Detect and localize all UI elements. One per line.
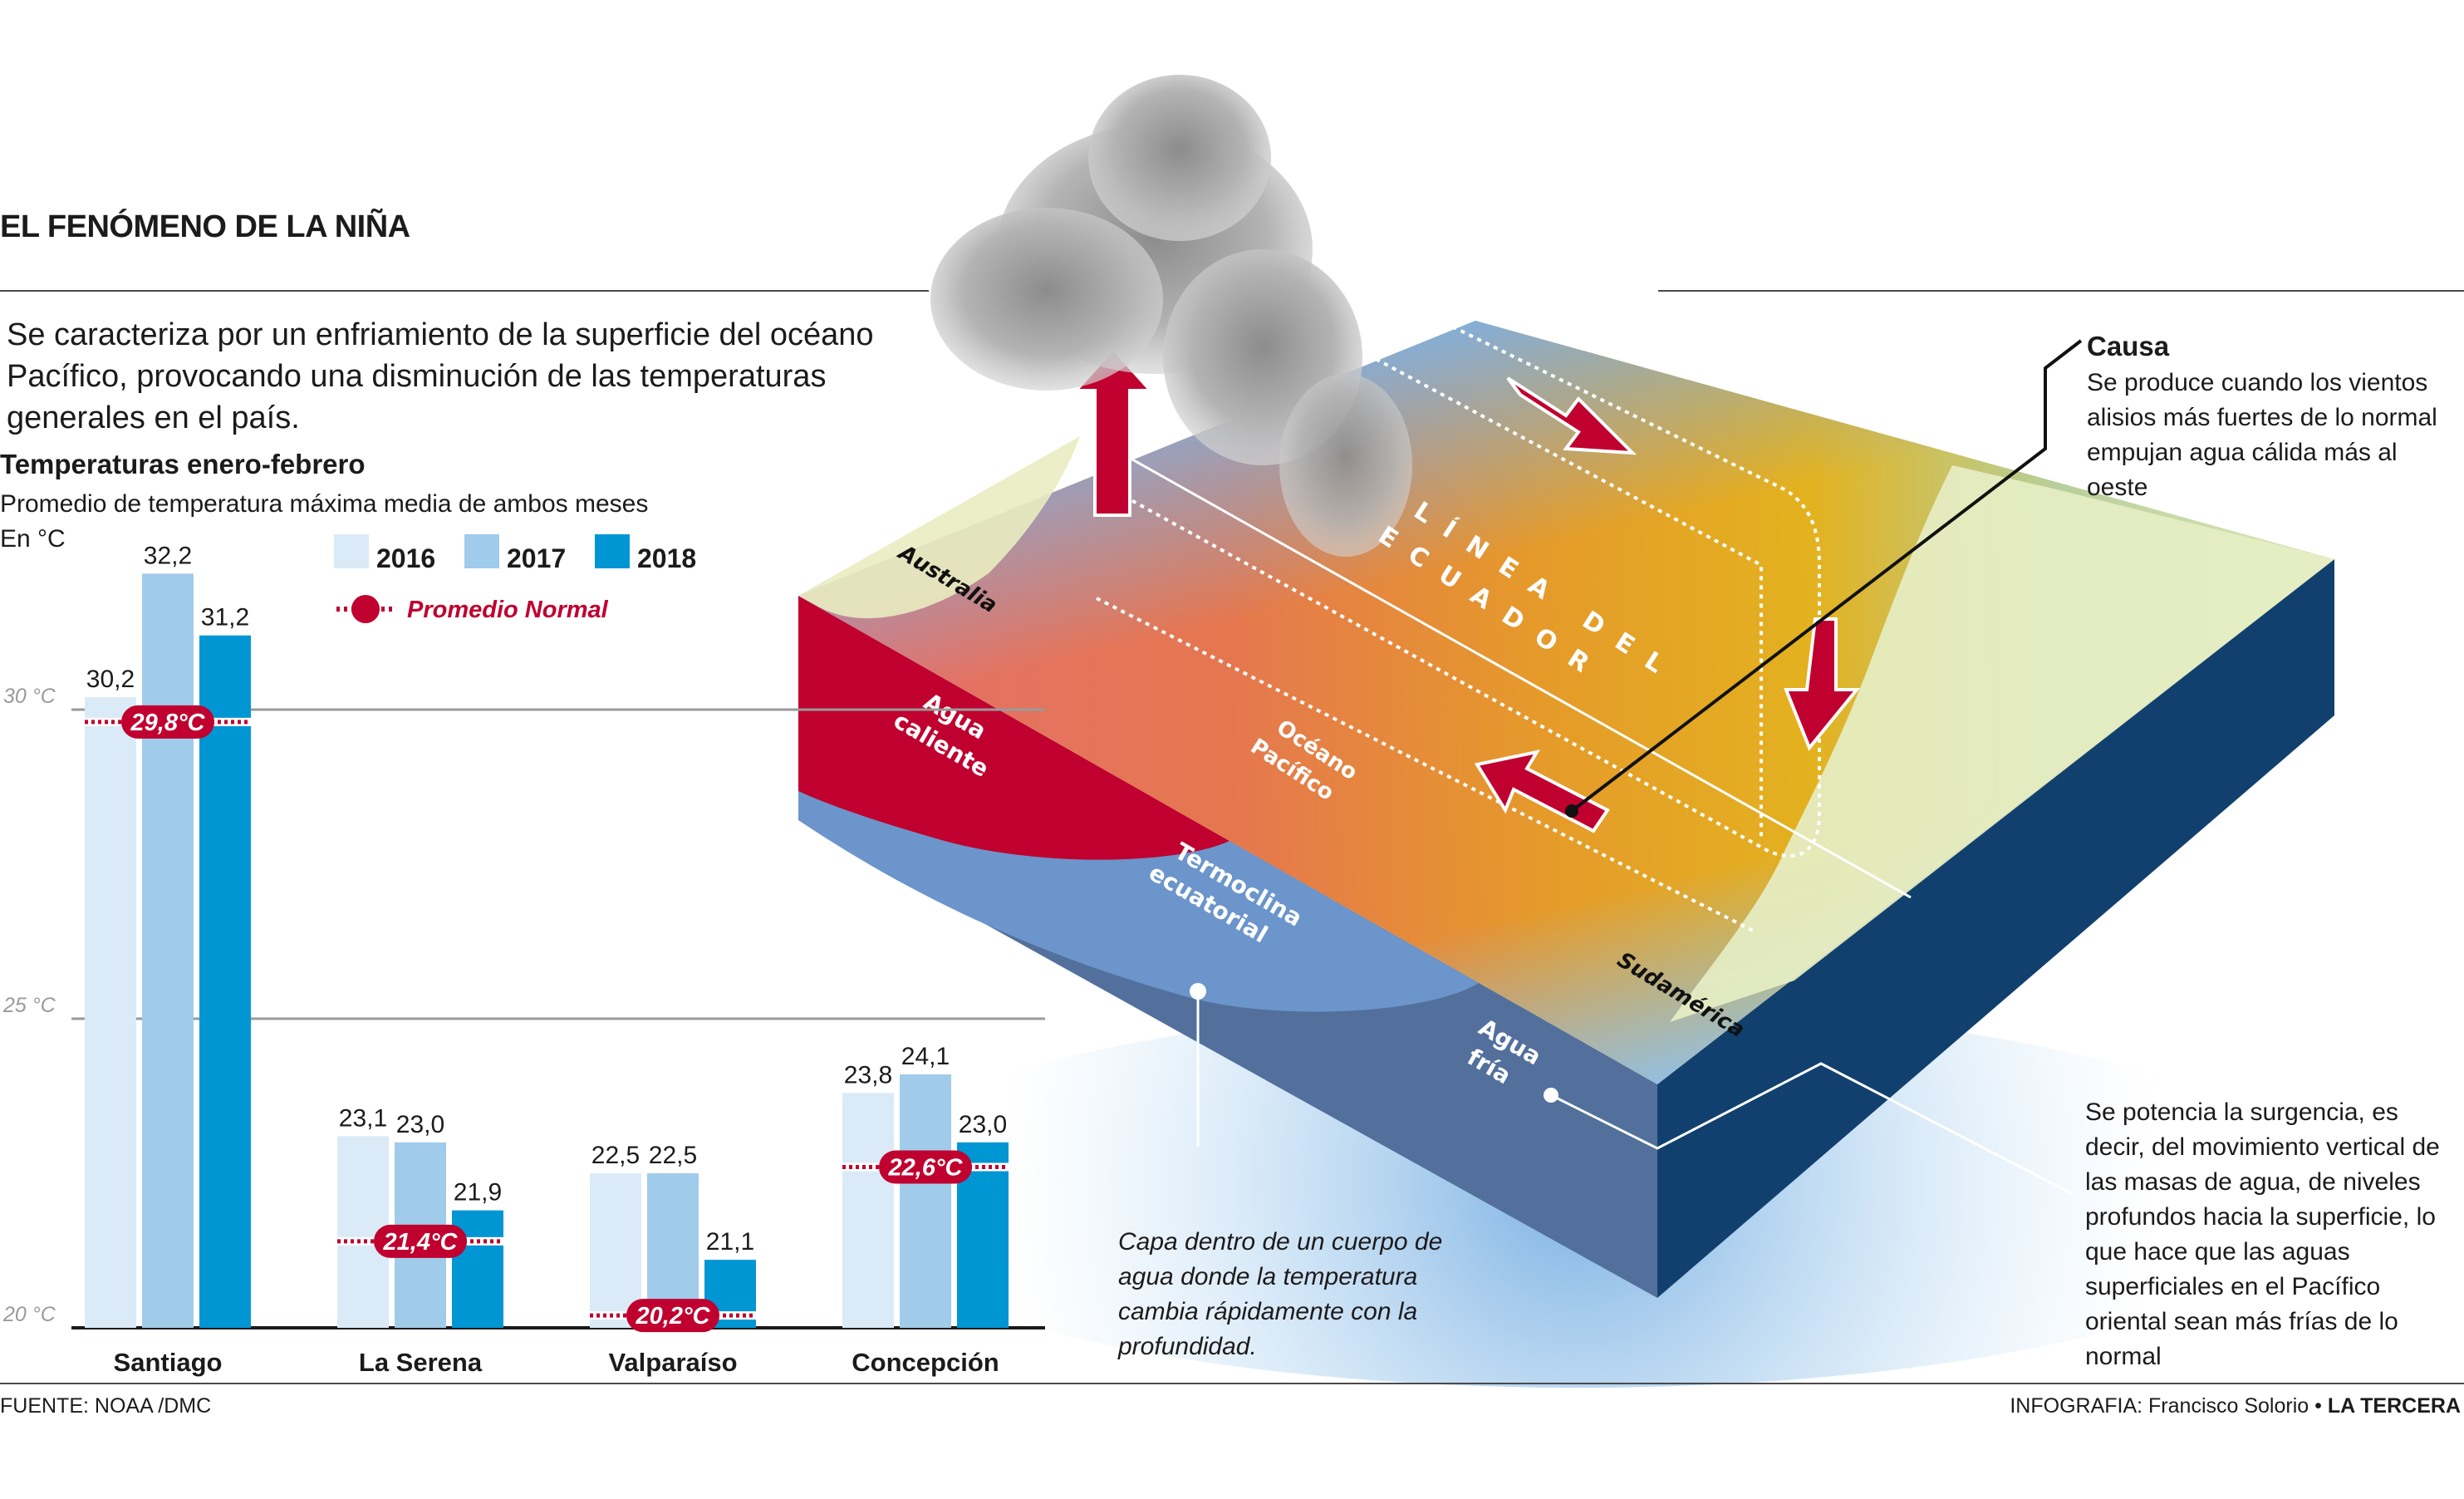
y-tick-label: 20 °C — [2, 1303, 56, 1326]
average-pill — [879, 1150, 972, 1184]
credit-author: INFOGRAFIA: Francisco Solorio • — [2010, 1394, 2328, 1418]
legend-label-2018: 2018 — [637, 543, 696, 573]
category-label: Santiago — [114, 1348, 223, 1377]
value-label: 21,9 — [454, 1179, 502, 1207]
legend-label-2017: 2017 — [507, 543, 566, 573]
value-label: 22,5 — [591, 1142, 640, 1169]
bar-2017-3 — [900, 1074, 951, 1328]
y-tick-label: 30 °C — [3, 685, 56, 708]
bars — [85, 573, 1009, 1328]
termoclina-note: Capa dentro de un cuerpo de agua donde l… — [1118, 1228, 1443, 1360]
dotted-zone-inner — [1096, 306, 1763, 932]
value-label: 23,0 — [396, 1111, 444, 1138]
footer-divider — [0, 1383, 2464, 1384]
average-markers: 29,8°C 21,4°C 20,2°C 22,6°C — [85, 705, 1009, 1333]
bar-2016-3 — [842, 1093, 894, 1328]
intro-text: Se caracteriza por un enfriamiento de la… — [7, 317, 874, 435]
causa-leader-dot — [1565, 804, 1578, 818]
legend-average-marker — [351, 595, 380, 623]
infographic-credit: INFOGRAFIA: Francisco Solorio • LA TERCE… — [2010, 1394, 2461, 1418]
causa-title: Causa — [2087, 331, 2170, 361]
legend-label-average: Promedio Normal — [407, 597, 609, 623]
bar-2018-0 — [199, 635, 251, 1328]
warm-water-layer — [798, 596, 1230, 860]
australia-land — [798, 436, 1080, 619]
category-label: Concepción — [852, 1348, 999, 1377]
chart-title: Temperaturas enero-febrero — [0, 449, 366, 479]
causa-text: Se produce cuando los vientos alisios má… — [2087, 369, 2437, 501]
bar-2016-0 — [85, 697, 136, 1328]
page-title: EL FENÓMENO DE LA NIÑA — [0, 209, 410, 244]
value-label: 21,1 — [706, 1228, 754, 1256]
category-label: La Serena — [359, 1348, 483, 1377]
average-label: 21,4°C — [383, 1229, 459, 1256]
category-label: Valparaíso — [608, 1348, 737, 1377]
equator-line — [1112, 447, 1912, 899]
cloud-icon — [930, 75, 1412, 557]
average-pill — [121, 705, 214, 739]
surgencia-leader-line — [1550, 1062, 2074, 1196]
arrow-down-icon — [1784, 617, 1861, 751]
average-label: 29,8°C — [130, 710, 206, 736]
chart-legend: 2016 2017 2018 Promedio Normal — [334, 534, 696, 623]
y-tick-label: 25 °C — [2, 994, 56, 1017]
temperature-bar-chart: 29,8°C 21,4°C 20,2°C 22,6°C 20 °C 25 °C 30 °C… — [2, 534, 1045, 1377]
value-label: 23,1 — [339, 1104, 387, 1132]
chart-subtitle: Promedio de temperatura máxima media de … — [0, 490, 649, 518]
south-america-land — [1670, 465, 2334, 1022]
dotted-zone-outer — [1112, 281, 1821, 858]
header-divider-right — [1658, 290, 2464, 292]
legend-label-2016: 2016 — [376, 543, 435, 573]
average-label: 20,2°C — [636, 1303, 711, 1329]
legend-swatch-2016 — [334, 534, 369, 568]
surgencia-text: Se potencia la surgencia, es decir, del … — [2085, 1098, 2440, 1370]
causa-leader-line — [1570, 339, 2083, 813]
bar-2016-2 — [590, 1173, 641, 1328]
value-label: 24,1 — [901, 1043, 950, 1070]
surgencia-leader-dot — [1544, 1088, 1558, 1103]
arrow-down-right-icon — [1506, 376, 1637, 455]
value-label: 23,8 — [844, 1061, 892, 1089]
block-right-face — [1657, 559, 2334, 1298]
value-label: 32,2 — [144, 542, 192, 569]
header-divider-left — [0, 290, 929, 292]
arrow-up-icon — [1072, 346, 1155, 517]
average-pill — [374, 1224, 467, 1258]
value-label: 23,0 — [959, 1111, 1007, 1138]
value-label: 22,5 — [649, 1142, 697, 1169]
source-credit: FUENTE: NOAA /DMC — [0, 1394, 212, 1418]
legend-swatch-2018 — [595, 534, 630, 568]
credit-brand: LA TERCERA — [2327, 1394, 2461, 1418]
value-label: 30,2 — [86, 666, 135, 693]
legend-swatch-2017 — [464, 534, 499, 568]
termoclina-leader-dot — [1190, 983, 1206, 1000]
chart-unit-label: En °C — [0, 525, 66, 553]
bar-2017-0 — [142, 573, 194, 1328]
average-pill — [626, 1299, 719, 1333]
value-label: 31,2 — [201, 604, 249, 632]
average-label: 22,6°C — [888, 1155, 964, 1182]
